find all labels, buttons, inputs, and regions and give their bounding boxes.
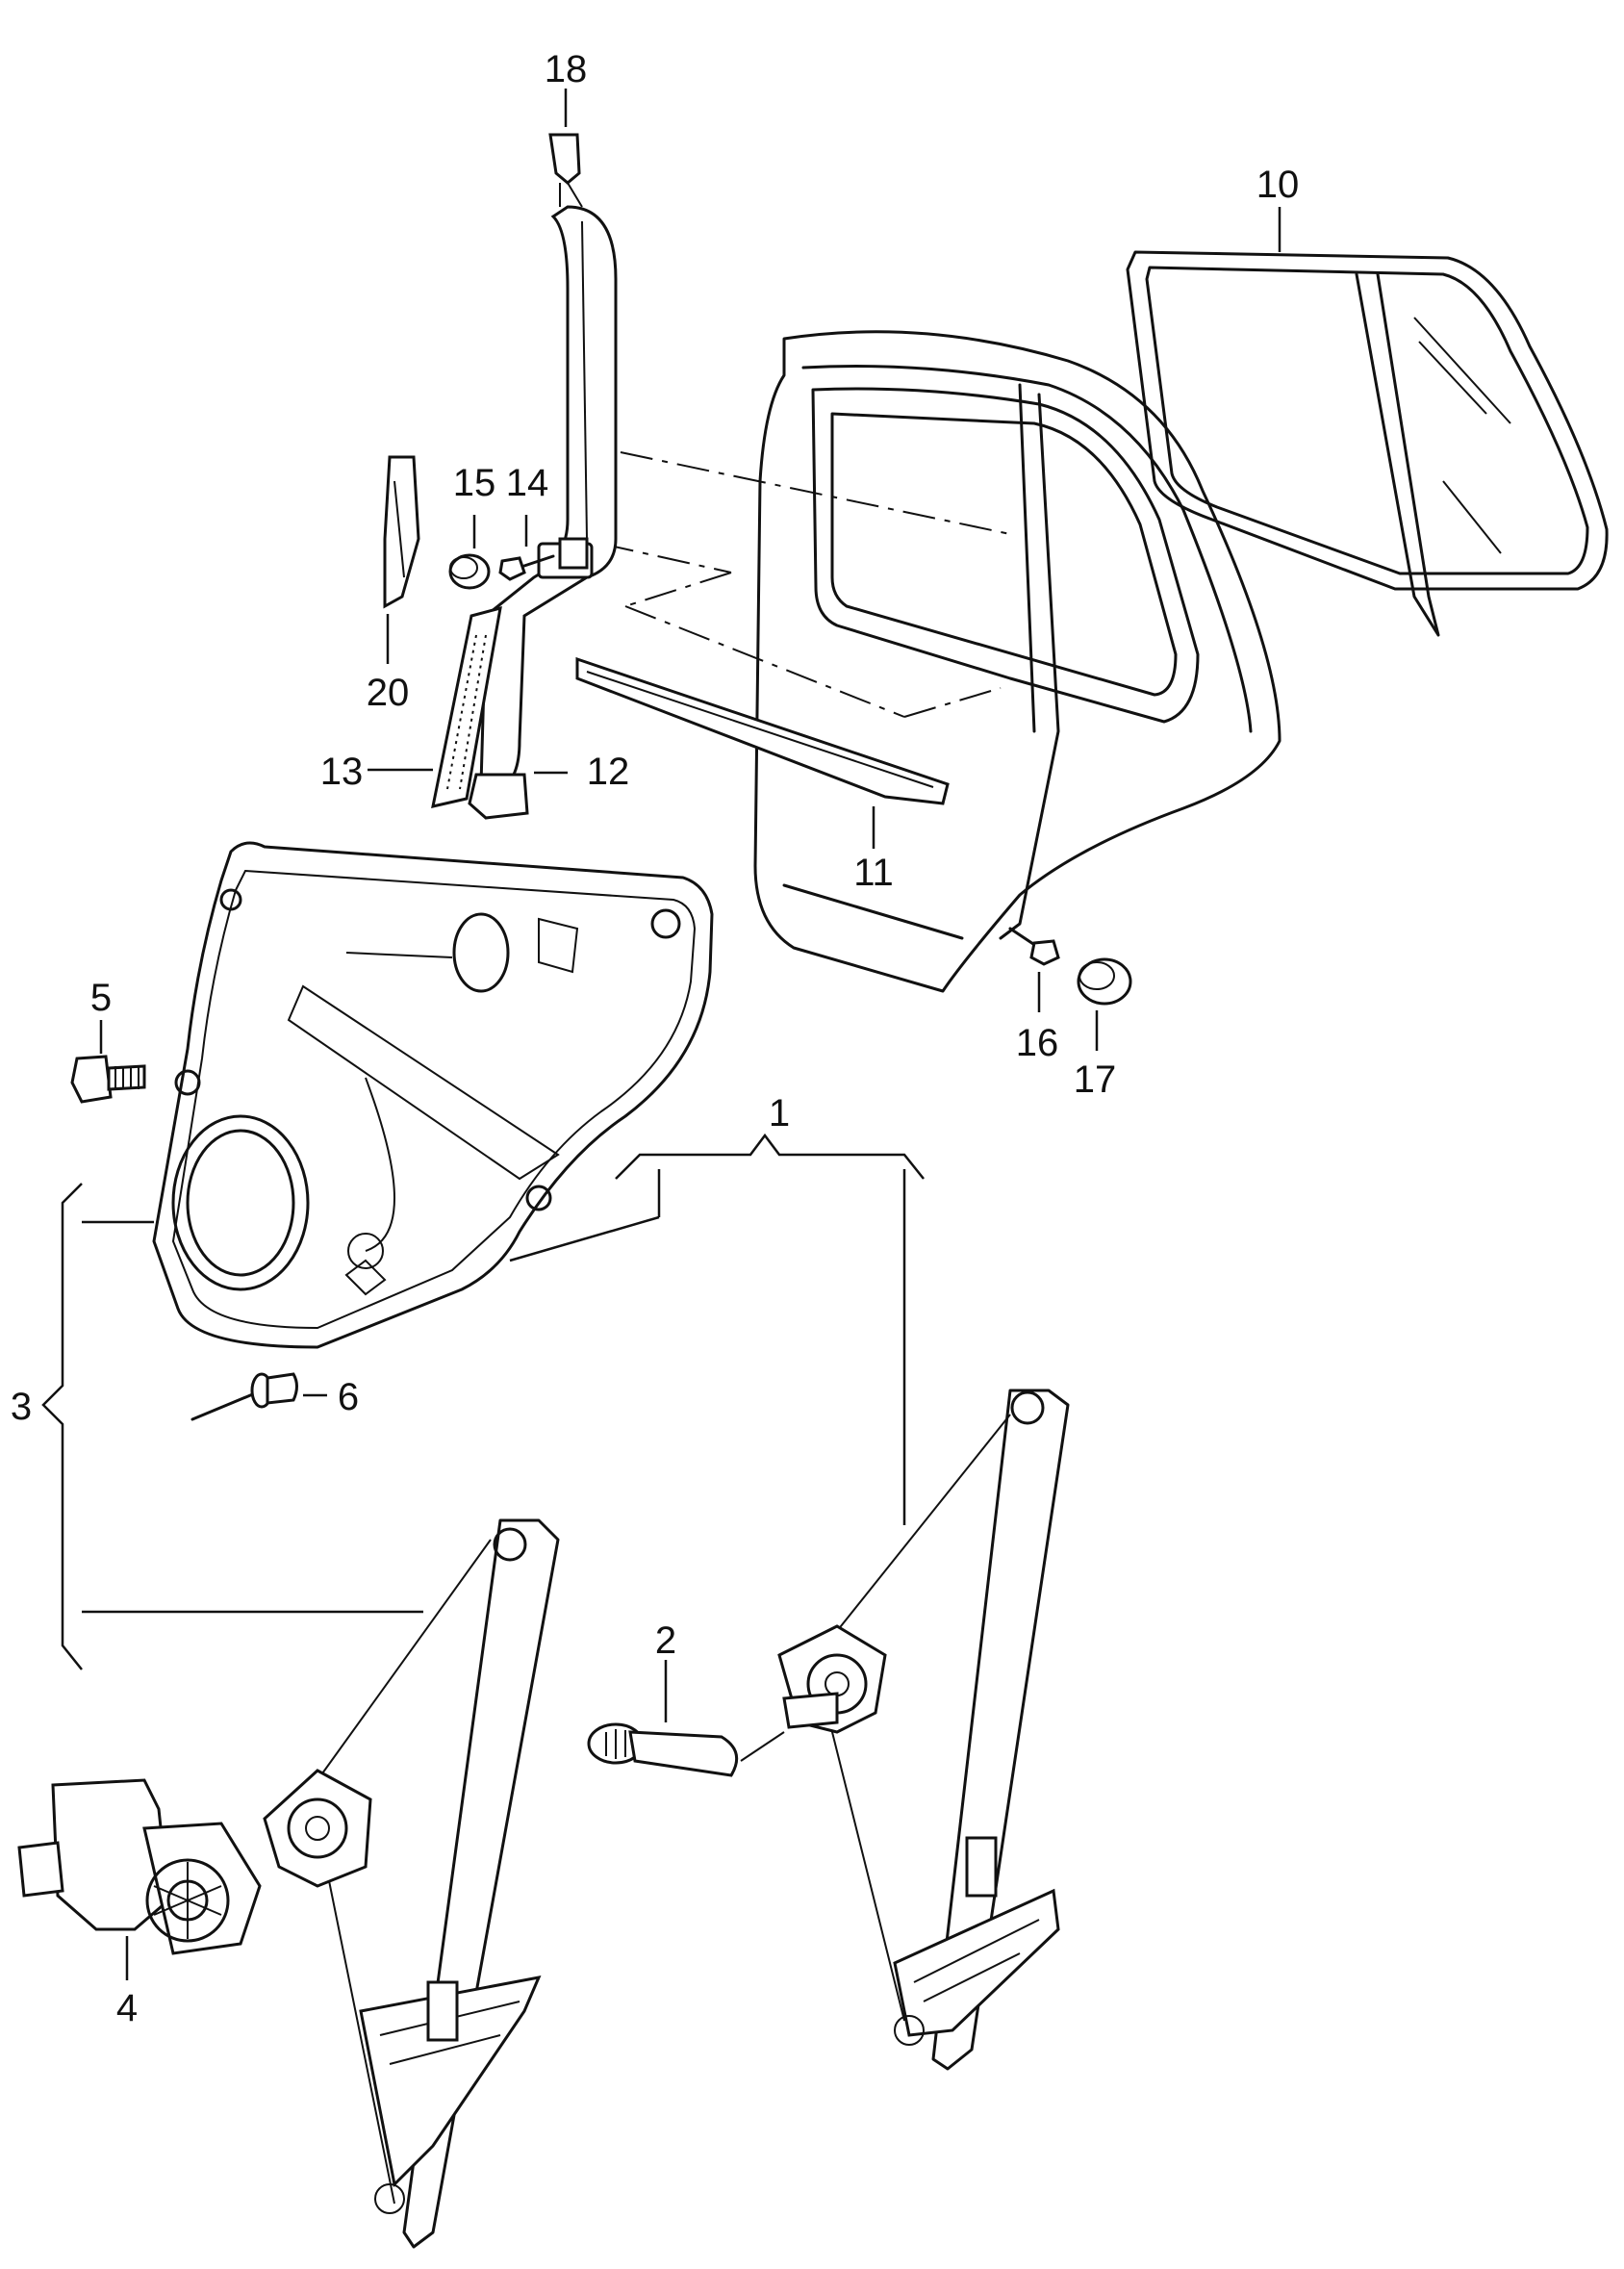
callout-20: 20	[367, 672, 410, 714]
callout-14: 14	[506, 462, 549, 504]
callout-5: 5	[90, 977, 112, 1019]
part-cap-17	[1077, 957, 1132, 1006]
leader-lines	[41, 89, 1281, 1980]
callout-6: 6	[338, 1376, 359, 1418]
callout-13: 13	[320, 751, 364, 793]
part-window-glass	[1126, 250, 1609, 637]
callout-15: 15	[453, 462, 496, 504]
part-sill-strip	[575, 656, 950, 805]
part-seal-strip	[431, 605, 502, 808]
callout-4: 4	[116, 1987, 138, 2029]
part-rivet-6	[190, 1372, 298, 1421]
callout-3: 3	[11, 1386, 32, 1428]
part-window-regulator-right	[777, 1389, 1070, 2071]
part-screw-14	[498, 554, 555, 581]
callout-18: 18	[545, 48, 588, 90]
part-door-carrier	[152, 841, 714, 1349]
part-screw-16	[1008, 927, 1060, 966]
part-door-shell	[753, 330, 1281, 993]
part-trim-piece	[383, 455, 420, 609]
part-window-motor	[17, 1778, 262, 1955]
callout-12: 12	[587, 751, 630, 793]
callout-10: 10	[1256, 164, 1300, 206]
part-window-channel	[468, 205, 618, 820]
part-bolt-5	[70, 1055, 146, 1104]
callout-1: 1	[769, 1092, 790, 1134]
part-clip	[548, 133, 583, 208]
assembly-lines	[600, 451, 1011, 718]
callout-17: 17	[1074, 1058, 1117, 1101]
callout-labels: 18 10 15 14 20 13 12 11 16 17 5 1 6 3 2 …	[11, 48, 1299, 2029]
part-window-regulator-left	[263, 1518, 560, 2249]
part-crank-handle	[587, 1722, 785, 1777]
callout-2: 2	[655, 1619, 676, 1662]
part-cap-15	[448, 553, 491, 590]
callout-16: 16	[1016, 1022, 1059, 1064]
callout-11: 11	[853, 852, 894, 894]
